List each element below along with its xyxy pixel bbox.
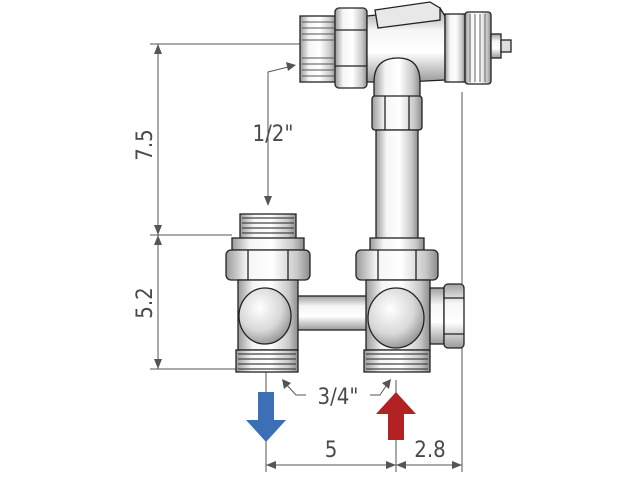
outlet-flow-arrow-down bbox=[246, 392, 286, 442]
dimension-arrowheads bbox=[154, 44, 462, 469]
pipe-thread-label: 1/2" bbox=[253, 122, 294, 147]
inlet-flow-arrow-up bbox=[376, 392, 416, 440]
side-offset-label: 2.8 bbox=[414, 438, 445, 463]
bottom-thread-label: 3/4" bbox=[318, 385, 359, 410]
valve-body bbox=[225, 1, 512, 373]
center-distance-label: 5 bbox=[325, 438, 338, 463]
thermostatic-head bbox=[299, 1, 512, 89]
bottom-height-label: 5.2 bbox=[133, 287, 158, 318]
top-height-label: 7.5 bbox=[133, 129, 158, 160]
